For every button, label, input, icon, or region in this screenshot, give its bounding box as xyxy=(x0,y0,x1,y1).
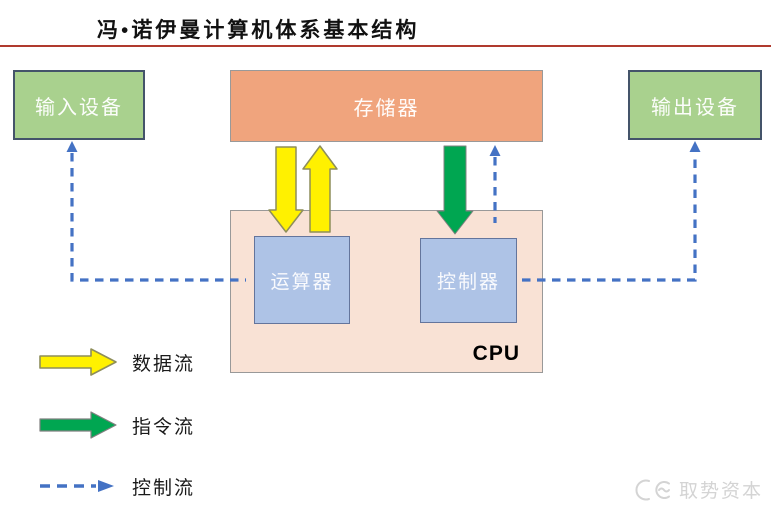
data-flow-legend-arrow-shape xyxy=(39,348,117,376)
title-underline-rule xyxy=(0,45,771,47)
watermark-logo-swirl xyxy=(655,480,670,499)
legend-item-control-flow: 控制流 xyxy=(38,470,195,502)
memory-box: 存储器 xyxy=(230,70,543,142)
control-flow-input-arrowhead-icon xyxy=(66,141,78,152)
controller-label: 控制器 xyxy=(436,272,500,293)
input-device-box: 输入设备 xyxy=(13,70,145,140)
alu-label: 运算器 xyxy=(270,271,334,293)
watermark: 取势资本 xyxy=(634,476,763,503)
page-title: 冯•诺伊曼计算机体系基本结构 xyxy=(97,18,420,42)
cpu-label: CPU xyxy=(472,342,520,365)
data-flow-legend-arrow-icon xyxy=(39,348,117,376)
output-device-label: 输出设备 xyxy=(651,96,739,119)
memory-label: 存储器 xyxy=(353,97,420,120)
controller-box: 控制器 xyxy=(420,238,517,323)
control-flow-legend-arrow-icon xyxy=(40,480,114,492)
control-flow-output-arrowhead-icon xyxy=(689,141,701,152)
instruction-flow-legend-label: 指令流 xyxy=(132,416,196,438)
control-flow-legend-label: 控制流 xyxy=(132,477,196,499)
control-flow-memory-arrowhead-icon xyxy=(489,145,501,156)
watermark-logo-icon xyxy=(635,479,670,500)
control-flow-legend-arrowhead xyxy=(98,480,114,492)
alu-box: 运算器 xyxy=(254,236,350,324)
data-flow-legend-label: 数据流 xyxy=(132,353,196,375)
instruction-flow-legend-arrow-icon xyxy=(39,411,117,439)
control-flow-input-line xyxy=(70,153,246,282)
watermark-text: 取势资本 xyxy=(678,481,763,502)
control-flow-output-line xyxy=(522,153,697,282)
instruction-flow-legend-arrow-shape xyxy=(39,411,117,439)
input-device-label: 输入设备 xyxy=(35,96,123,119)
legend-item-instruction-flow: 指令流 xyxy=(38,409,195,441)
watermark-logo-arc xyxy=(635,479,650,500)
legend-item-data-flow: 数据流 xyxy=(38,346,195,378)
output-device-box: 输出设备 xyxy=(628,70,762,140)
